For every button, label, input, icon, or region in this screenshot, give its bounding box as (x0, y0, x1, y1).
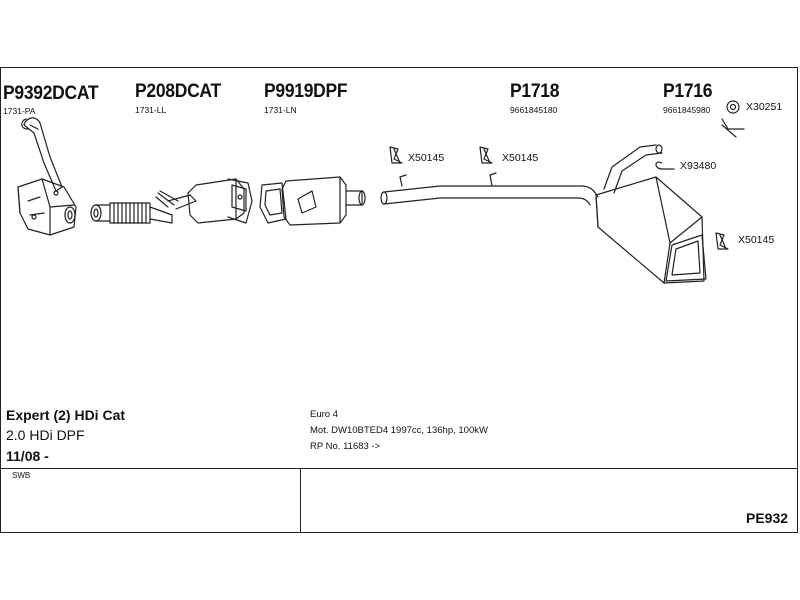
vehicle-date: 11/08 - (6, 448, 49, 464)
x50145-hanger-icon-3 (715, 232, 729, 250)
vehicle-model: Expert (2) HDi Cat (6, 407, 126, 423)
divider-vertical (300, 468, 301, 533)
divider-horizontal (0, 468, 798, 469)
part-code-catalyst: P208DCAT (135, 81, 221, 102)
spec-motor: Mot. DW10BTED4 1997cc, 136hp, 100kW (310, 425, 488, 436)
flexpipe-catalyst-part (90, 178, 253, 224)
spec-euro: Euro 4 (310, 409, 338, 420)
middle-pipe-part (380, 172, 599, 206)
part-ref-catalyst: 1731-LL (135, 105, 167, 115)
dpf-part (259, 176, 366, 226)
clamp-label-x93480: X93480 (680, 160, 717, 172)
downpipe-catalyst-part (17, 117, 77, 236)
x50145-hanger-icon-1 (389, 146, 403, 164)
part-code-dpf: P9919DPF (264, 81, 348, 102)
spec-rp: RP No. 11683 -> (310, 441, 381, 452)
clamp-label-x50145-b: X50145 (502, 152, 539, 164)
x93480-clamp-icon (655, 161, 675, 170)
vehicle-body: SWB (12, 471, 31, 480)
clamp-label-x50145-c: X50145 (738, 234, 775, 246)
part-code-middle-pipe: P1718 (510, 81, 560, 102)
x30251-gasket-icon (726, 100, 740, 114)
part-ref-middle-pipe: 9661845180 (510, 105, 558, 115)
part-code-downpipe-cat: P9392DCAT (3, 83, 99, 104)
part-ref-downpipe-cat: 1731-PA (3, 106, 36, 116)
part-ref-rear-silencer: 9661845980 (663, 105, 711, 115)
exhaust-system-diagram (17, 100, 745, 284)
diagram-frame (0, 67, 798, 533)
diagram-reference: PE932 (746, 510, 789, 526)
x50145-hanger-icon-2 (479, 146, 493, 164)
clamp-label-x30251: X30251 (746, 101, 783, 113)
vehicle-engine: 2.0 HDi DPF (6, 427, 85, 443)
part-code-rear-silencer: P1716 (663, 81, 713, 102)
clamp-label-x50145-a: X50145 (408, 152, 445, 164)
part-ref-dpf: 1731-LN (264, 105, 297, 115)
rear-silencer-part (595, 118, 745, 284)
